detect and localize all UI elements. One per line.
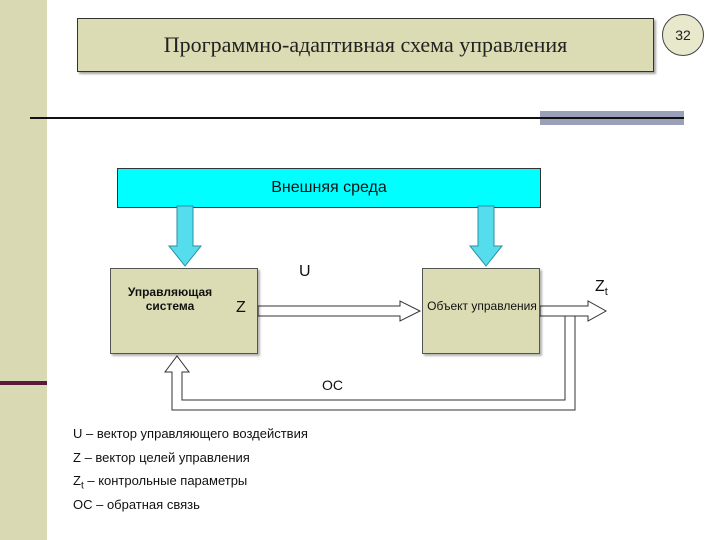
legend-text: – вектор целей управления: [80, 449, 250, 465]
label-zt-sub: t: [604, 286, 608, 299]
legend-term: Z: [73, 473, 81, 489]
feedback-loop-arrow: [164, 315, 576, 411]
legend-item: ОС – обратная связь: [73, 496, 308, 520]
legend-term-sub: t: [80, 480, 84, 492]
env-to-system-arrow: [167, 205, 203, 267]
output-zt-arrow: [539, 300, 608, 322]
control-system-label: Управляющая система: [127, 285, 213, 313]
system-to-object-arrow: [257, 300, 422, 322]
header-rule-right: [540, 117, 684, 119]
control-object-block: Объект управления: [422, 268, 540, 354]
header-rule: [30, 117, 545, 119]
label-z: Z: [236, 299, 246, 316]
legend-text: – вектор управляющего воздействия: [82, 426, 308, 441]
legend-item: Z – вектор целей управления: [73, 449, 308, 473]
external-environment-box: Внешняя среда: [117, 168, 541, 208]
legend-text: – обратная связь: [92, 496, 200, 512]
label-zt-main: Z: [595, 278, 605, 295]
legend-text: – контрольные параметры: [83, 473, 248, 489]
slide-title: Программно-адаптивная схема управления: [77, 18, 654, 72]
page-number-badge: 32: [662, 14, 704, 56]
label-feedback: ОС: [322, 377, 343, 393]
control-object-label: Объект управления: [427, 299, 537, 313]
env-to-object-arrow: [468, 205, 504, 267]
label-zt: Zt: [595, 278, 608, 298]
legend-item: Zt – контрольные параметры: [73, 472, 308, 496]
legend: U – вектор управляющего воздействия Z – …: [73, 425, 308, 519]
legend-term: U: [73, 426, 83, 441]
legend-item: U – вектор управляющего воздействия: [73, 425, 308, 449]
label-u: U: [299, 263, 311, 280]
legend-term: Z: [73, 449, 81, 465]
legend-term: ОС: [73, 496, 93, 512]
control-system-block: Управляющая система: [110, 268, 258, 354]
left-decorative-band: [0, 0, 47, 540]
left-band-accent-line: [0, 381, 47, 385]
